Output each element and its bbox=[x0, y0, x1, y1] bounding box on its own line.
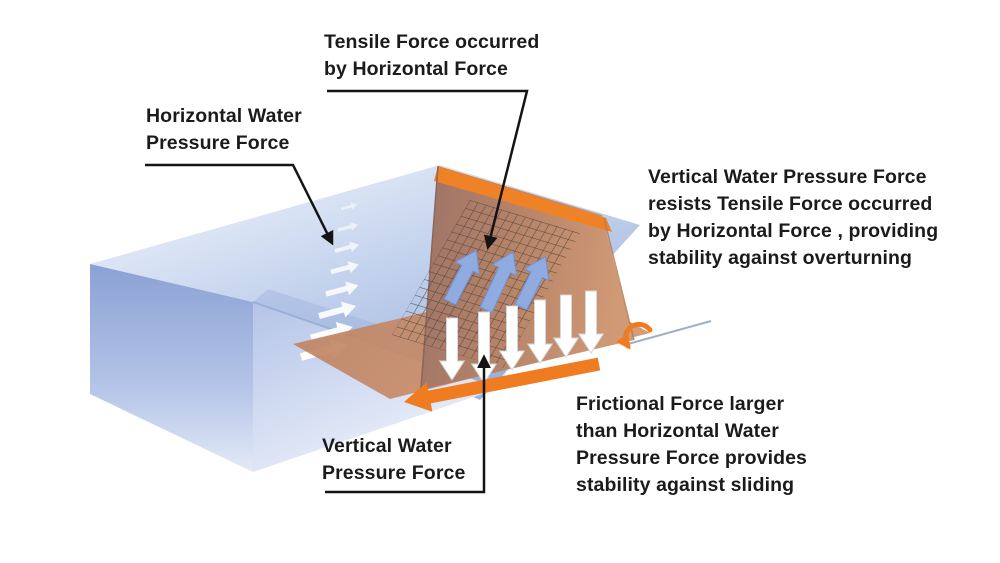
tensile-force-label: Tensile Force occurred by Horizontal For… bbox=[324, 31, 540, 80]
overturning-stability-text: Vertical Water Pressure Force resists Te… bbox=[648, 166, 939, 269]
flow-arrow bbox=[330, 261, 359, 275]
horizontal-water-pressure-label: Horizontal Water Pressure Force bbox=[146, 105, 302, 154]
tensile-arrow bbox=[479, 251, 518, 314]
sliding-stability-text: Frictional Force larger than Horizontal … bbox=[576, 393, 807, 496]
vertical-pressure-arrow bbox=[498, 305, 526, 371]
flow-arrow bbox=[318, 301, 357, 319]
tensile-arrow bbox=[443, 249, 480, 306]
flow-arrow bbox=[325, 281, 359, 297]
tensile-force-arrows bbox=[443, 249, 550, 314]
vertical-pressure-arrow bbox=[577, 290, 605, 354]
vertical-water-pressure-label: Vertical Water Pressure Force bbox=[322, 435, 466, 484]
overturning-rotation-arrow bbox=[615, 321, 653, 350]
flow-arrow bbox=[334, 241, 359, 253]
flow-arrow bbox=[340, 202, 358, 211]
flap-top-stripe bbox=[434, 166, 612, 232]
tensile-arrow bbox=[514, 255, 550, 311]
vertical-pressure-arrow bbox=[552, 294, 580, 358]
flow-arrow bbox=[337, 222, 359, 232]
leader-horizontal bbox=[145, 163, 334, 246]
flap-fold-edge bbox=[603, 217, 635, 341]
vertical-pressure-arrow bbox=[438, 317, 466, 381]
ground-line bbox=[627, 320, 712, 345]
water-left-face bbox=[90, 264, 253, 472]
friction-force-arrow bbox=[404, 357, 601, 412]
leader-lines bbox=[145, 89, 529, 494]
leader-tensile bbox=[327, 89, 529, 250]
vertical-pressure-arrow bbox=[526, 299, 554, 364]
reinforcement-mesh bbox=[392, 200, 580, 368]
leader-vertical bbox=[325, 354, 491, 494]
vertical-pressure-arrows bbox=[438, 290, 605, 384]
